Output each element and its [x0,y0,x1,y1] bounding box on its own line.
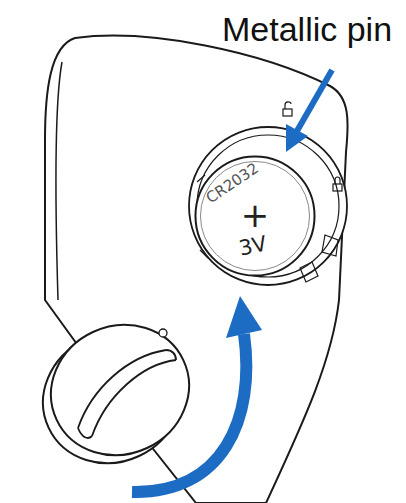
cover-grip [92,360,176,436]
coin-cell: CR2032+3V [193,154,317,278]
compartment-slot [300,262,318,282]
rotation-arrow [132,334,246,492]
housing-edge [56,62,62,300]
pointer-arrow [297,70,332,131]
coin-cell-rim [195,156,314,275]
pointer-arrowhead [286,124,308,152]
battery-compartment [189,127,347,285]
compartment-slot [322,235,338,256]
cover-grip-end [78,350,176,438]
lock-icon [333,177,342,191]
cover-mark [159,329,167,337]
rotation-arrowhead [226,296,262,338]
part-label: Metallic pin [222,12,392,46]
unlock-icon [283,102,292,116]
polarity-sign: + [241,198,270,232]
battery-cover [30,302,211,477]
battery-voltage: 3V [237,233,268,259]
coin-cell-face [200,161,309,270]
